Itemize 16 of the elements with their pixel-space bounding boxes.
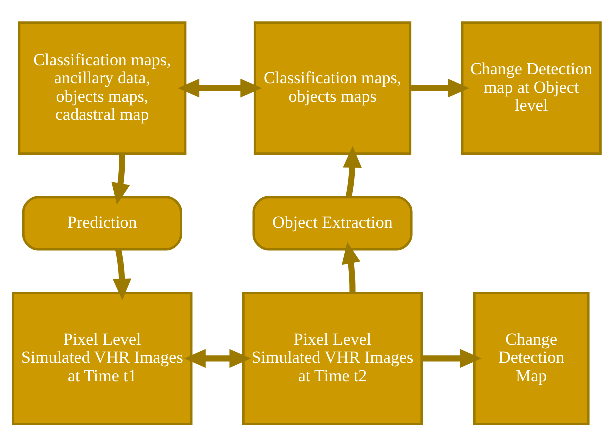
node-box: Prediction xyxy=(22,196,182,251)
arrow xyxy=(112,249,132,300)
node-box: Classification maps, ancillary data, objects maps, cadastral map xyxy=(18,22,187,155)
node-box: Classification maps, objects maps xyxy=(254,22,412,155)
arrow xyxy=(343,146,362,198)
arrow xyxy=(342,242,361,293)
node-box: Object Extraction xyxy=(252,196,413,251)
node-box: Pixel Level Simulated VHR Images at Time t2 xyxy=(242,292,424,426)
arrow xyxy=(422,349,482,368)
arrow xyxy=(112,154,130,205)
node-box: Pixel Level Simulated VHR Images at Time t1 xyxy=(12,292,193,426)
arrow xyxy=(184,349,252,368)
node-box: Change Detection map at Object level xyxy=(461,22,602,155)
node-box: Change Detection Map xyxy=(473,292,590,426)
arrow xyxy=(178,78,262,98)
arrow xyxy=(410,78,470,98)
